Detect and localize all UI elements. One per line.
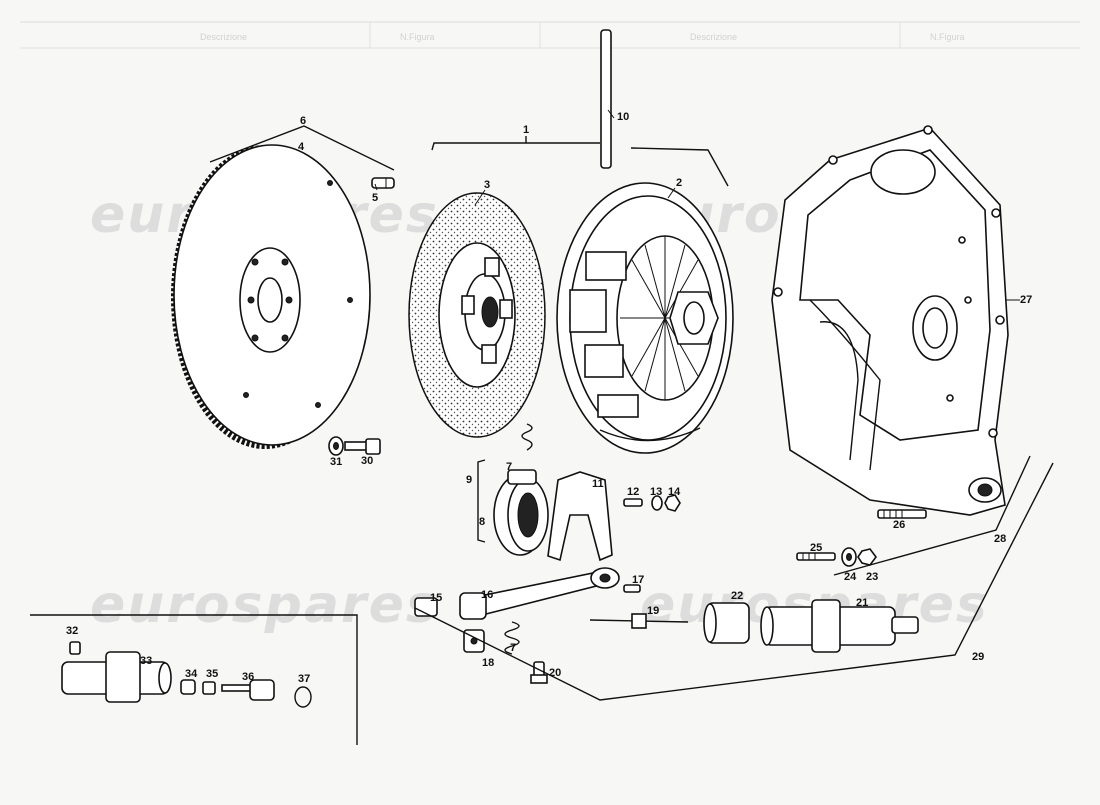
callout-13: 13 xyxy=(650,486,662,498)
callout-16: 16 xyxy=(481,589,493,601)
callout-23: 23 xyxy=(866,571,878,583)
callout-8: 8 xyxy=(479,516,485,528)
slave-cylinder-part-21 xyxy=(760,599,919,653)
alignment-shaft xyxy=(600,29,612,169)
dowel-pin-part-5 xyxy=(371,177,395,189)
washer-part-31 xyxy=(328,436,344,456)
ghost-header-4: N.Figura xyxy=(930,32,965,42)
watermark-bottom-left: eurospares xyxy=(90,575,439,635)
callout-5: 5 xyxy=(372,192,378,204)
piston-part-36 xyxy=(221,679,275,701)
callout-10: 10 xyxy=(617,111,629,123)
callout-31: 31 xyxy=(330,456,342,468)
callout-3: 3 xyxy=(484,179,490,191)
callout-7-lower: 7 xyxy=(510,642,516,654)
nut-part-23 xyxy=(857,548,877,566)
adjuster-rod-part-19 xyxy=(589,613,689,629)
callout-1: 1 xyxy=(523,124,529,136)
callout-24: 24 xyxy=(844,571,857,583)
callout-29: 29 xyxy=(972,651,984,663)
cup-part-35 xyxy=(202,681,216,695)
spring-part-7-lower xyxy=(504,621,520,655)
washer-part-24 xyxy=(841,547,857,567)
callout-22: 22 xyxy=(731,590,743,602)
release-lever-part-16 xyxy=(459,567,620,620)
callout-12: 12 xyxy=(627,486,639,498)
pin-part-17 xyxy=(623,584,641,593)
callout-25: 25 xyxy=(810,542,822,554)
callout-19: 19 xyxy=(647,605,659,617)
callout-37: 37 xyxy=(298,673,310,685)
callout-20: 20 xyxy=(549,667,561,679)
group-brackets xyxy=(209,125,1054,701)
callout-6: 6 xyxy=(300,115,306,127)
ghost-header-2: N.Figura xyxy=(400,32,435,42)
callout-2: 2 xyxy=(676,177,682,189)
callout-34: 34 xyxy=(185,668,198,680)
callout-7-upper: 7 xyxy=(506,461,512,473)
stud-part-26 xyxy=(877,509,927,519)
callout-9: 9 xyxy=(466,474,472,486)
callout-leaders xyxy=(374,109,1020,301)
inset-box xyxy=(30,614,358,745)
spring-part-7-upper xyxy=(521,423,533,451)
washer-part-13 xyxy=(651,495,663,511)
callout-4: 4 xyxy=(298,141,305,153)
master-cylinder-part-33 xyxy=(61,651,172,703)
circlip-part-37 xyxy=(294,686,312,708)
release-fork-part-11 xyxy=(547,471,613,562)
callout-35: 35 xyxy=(206,668,218,680)
callout-14: 14 xyxy=(668,486,681,498)
callout-17: 17 xyxy=(632,574,644,586)
ghost-header-3: Descrizione xyxy=(690,32,737,42)
callout-27: 27 xyxy=(1020,294,1032,306)
stud-part-25 xyxy=(796,552,836,561)
callout-30: 30 xyxy=(361,455,373,467)
clutch-disc xyxy=(408,192,546,438)
callout-15: 15 xyxy=(430,592,442,604)
callout-33: 33 xyxy=(140,655,152,667)
bleed-screw-part-32 xyxy=(69,641,81,655)
callout-labels: 1 2 3 4 5 6 7 7 8 9 10 11 12 13 14 15 16… xyxy=(66,111,1032,685)
bell-housing xyxy=(771,125,1009,516)
piston-part-22 xyxy=(703,602,750,644)
scan-header-ghost: Descrizione N.Figura Descrizione N.Figur… xyxy=(20,21,1080,49)
callout-26: 26 xyxy=(893,519,905,531)
release-bearing-part-8 xyxy=(493,469,549,556)
pressure-plate-assembly xyxy=(556,182,734,454)
callout-32: 32 xyxy=(66,625,78,637)
callout-11: 11 xyxy=(592,478,604,490)
bolt-part-12 xyxy=(623,498,643,507)
callout-18: 18 xyxy=(482,657,494,669)
callout-28: 28 xyxy=(994,533,1006,545)
seal-part-34 xyxy=(180,679,196,695)
nut-part-14 xyxy=(664,494,681,512)
flywheel xyxy=(171,144,371,449)
flywheel-bolt-part-30 xyxy=(344,438,381,455)
callout-21: 21 xyxy=(856,597,868,609)
callout-36: 36 xyxy=(242,671,254,683)
ghost-header-1: Descrizione xyxy=(200,32,247,42)
